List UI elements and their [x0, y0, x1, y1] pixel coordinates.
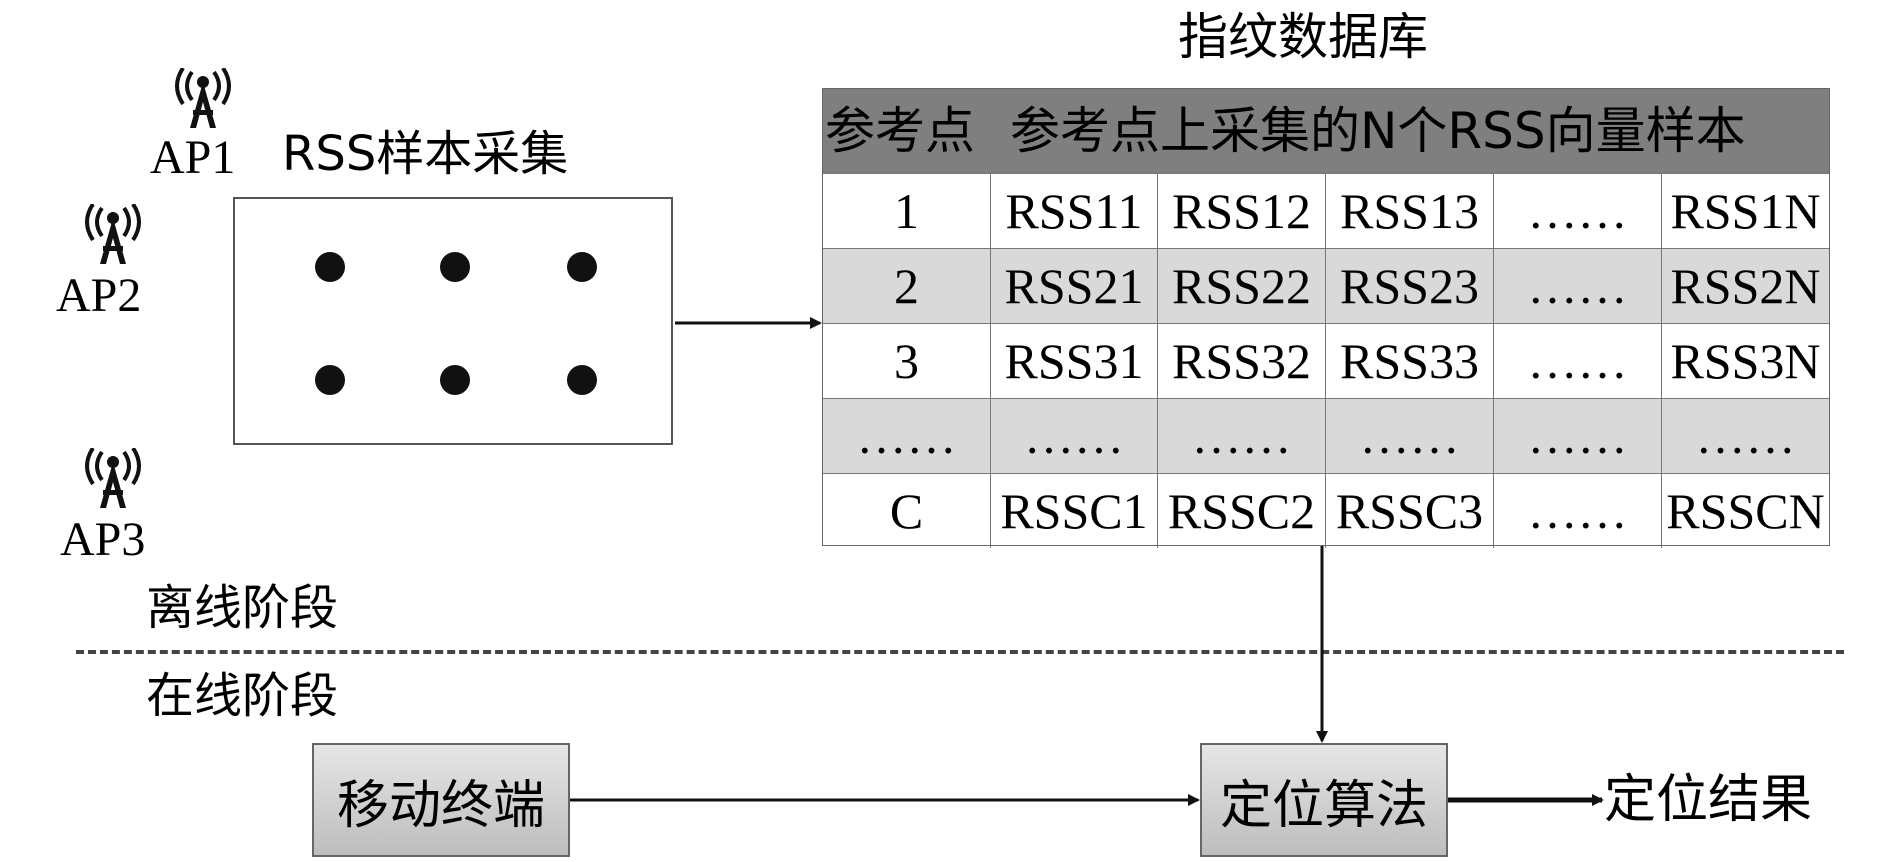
reference-point-dot	[567, 252, 597, 282]
antenna-icon	[85, 204, 141, 264]
ap2-label: AP2	[56, 269, 142, 322]
rss-value-cell: RSSC1	[990, 474, 1157, 548]
reference-point-dot	[315, 252, 345, 282]
rss-value-cell: RSSC2	[1157, 474, 1325, 548]
header-reference-point: 参考点	[825, 102, 975, 160]
rss-value-cell: ……	[1661, 399, 1829, 473]
reference-point-cell: C	[889, 483, 924, 539]
ap1-label: AP1	[150, 131, 236, 184]
positioning-result-label: 定位结果	[1604, 770, 1813, 830]
rss-value-cell: ……	[990, 399, 1157, 473]
rss-value-cell: RSS11	[990, 174, 1157, 248]
antenna-icon	[175, 68, 231, 128]
rss-value-cell: ……	[1493, 174, 1661, 248]
mobile-terminal-box: 移动终端	[312, 743, 570, 857]
rss-value-cell: RSS33	[1325, 324, 1493, 398]
rss-value-cell: RSS3N	[1661, 324, 1829, 398]
rss-value-cell: ……	[1325, 399, 1493, 473]
rss-value-cell: RSS21	[990, 249, 1157, 323]
rss-value-cell: RSS32	[1157, 324, 1325, 398]
rss-value-cell: RSS2N	[1661, 249, 1829, 323]
reference-point-cell: ……	[856, 408, 957, 464]
rss-value-cell: ……	[1493, 324, 1661, 398]
online-phase-label: 在线阶段	[146, 668, 339, 724]
rss-value-cell: RSSCN	[1661, 474, 1829, 548]
rss-value-cell: RSS22	[1157, 249, 1325, 323]
reference-point-cell: 2	[894, 258, 919, 314]
phase-divider	[76, 650, 1844, 654]
rss-value-cell: ……	[1493, 249, 1661, 323]
rss-value-cell: RSS1N	[1661, 174, 1829, 248]
rss-value-cell: RSS23	[1325, 249, 1493, 323]
rss-value-cell: RSS31	[990, 324, 1157, 398]
reference-point-cell: 3	[894, 333, 919, 389]
rss-value-cell: RSSC3	[1325, 474, 1493, 548]
table-header: 参考点 参考点上采集的N个RSS向量样本	[823, 89, 1829, 173]
ap3-label: AP3	[60, 513, 146, 566]
rss-value-cell: ……	[1493, 399, 1661, 473]
reference-point-dot	[567, 365, 597, 395]
database-title: 指纹数据库	[1178, 8, 1428, 66]
rss-value-cell: ……	[1493, 474, 1661, 548]
antenna-icon	[85, 448, 141, 508]
reference-point-dot	[440, 365, 470, 395]
rss-value-cell: RSS13	[1325, 174, 1493, 248]
reference-point-dot	[440, 252, 470, 282]
rss-value-cell: RSS12	[1157, 174, 1325, 248]
header-rss-samples: 参考点上采集的N个RSS向量样本	[1010, 102, 1746, 160]
reference-point-cell: 1	[894, 183, 919, 239]
offline-phase-label: 离线阶段	[146, 580, 339, 636]
rss-value-cell: ……	[1157, 399, 1325, 473]
table-row: ………………………………	[823, 398, 1829, 473]
reference-point-dot	[315, 365, 345, 395]
sampling-title: RSS样本采集	[282, 126, 569, 182]
sampling-area	[233, 197, 673, 445]
positioning-algorithm-box: 定位算法	[1200, 743, 1448, 857]
